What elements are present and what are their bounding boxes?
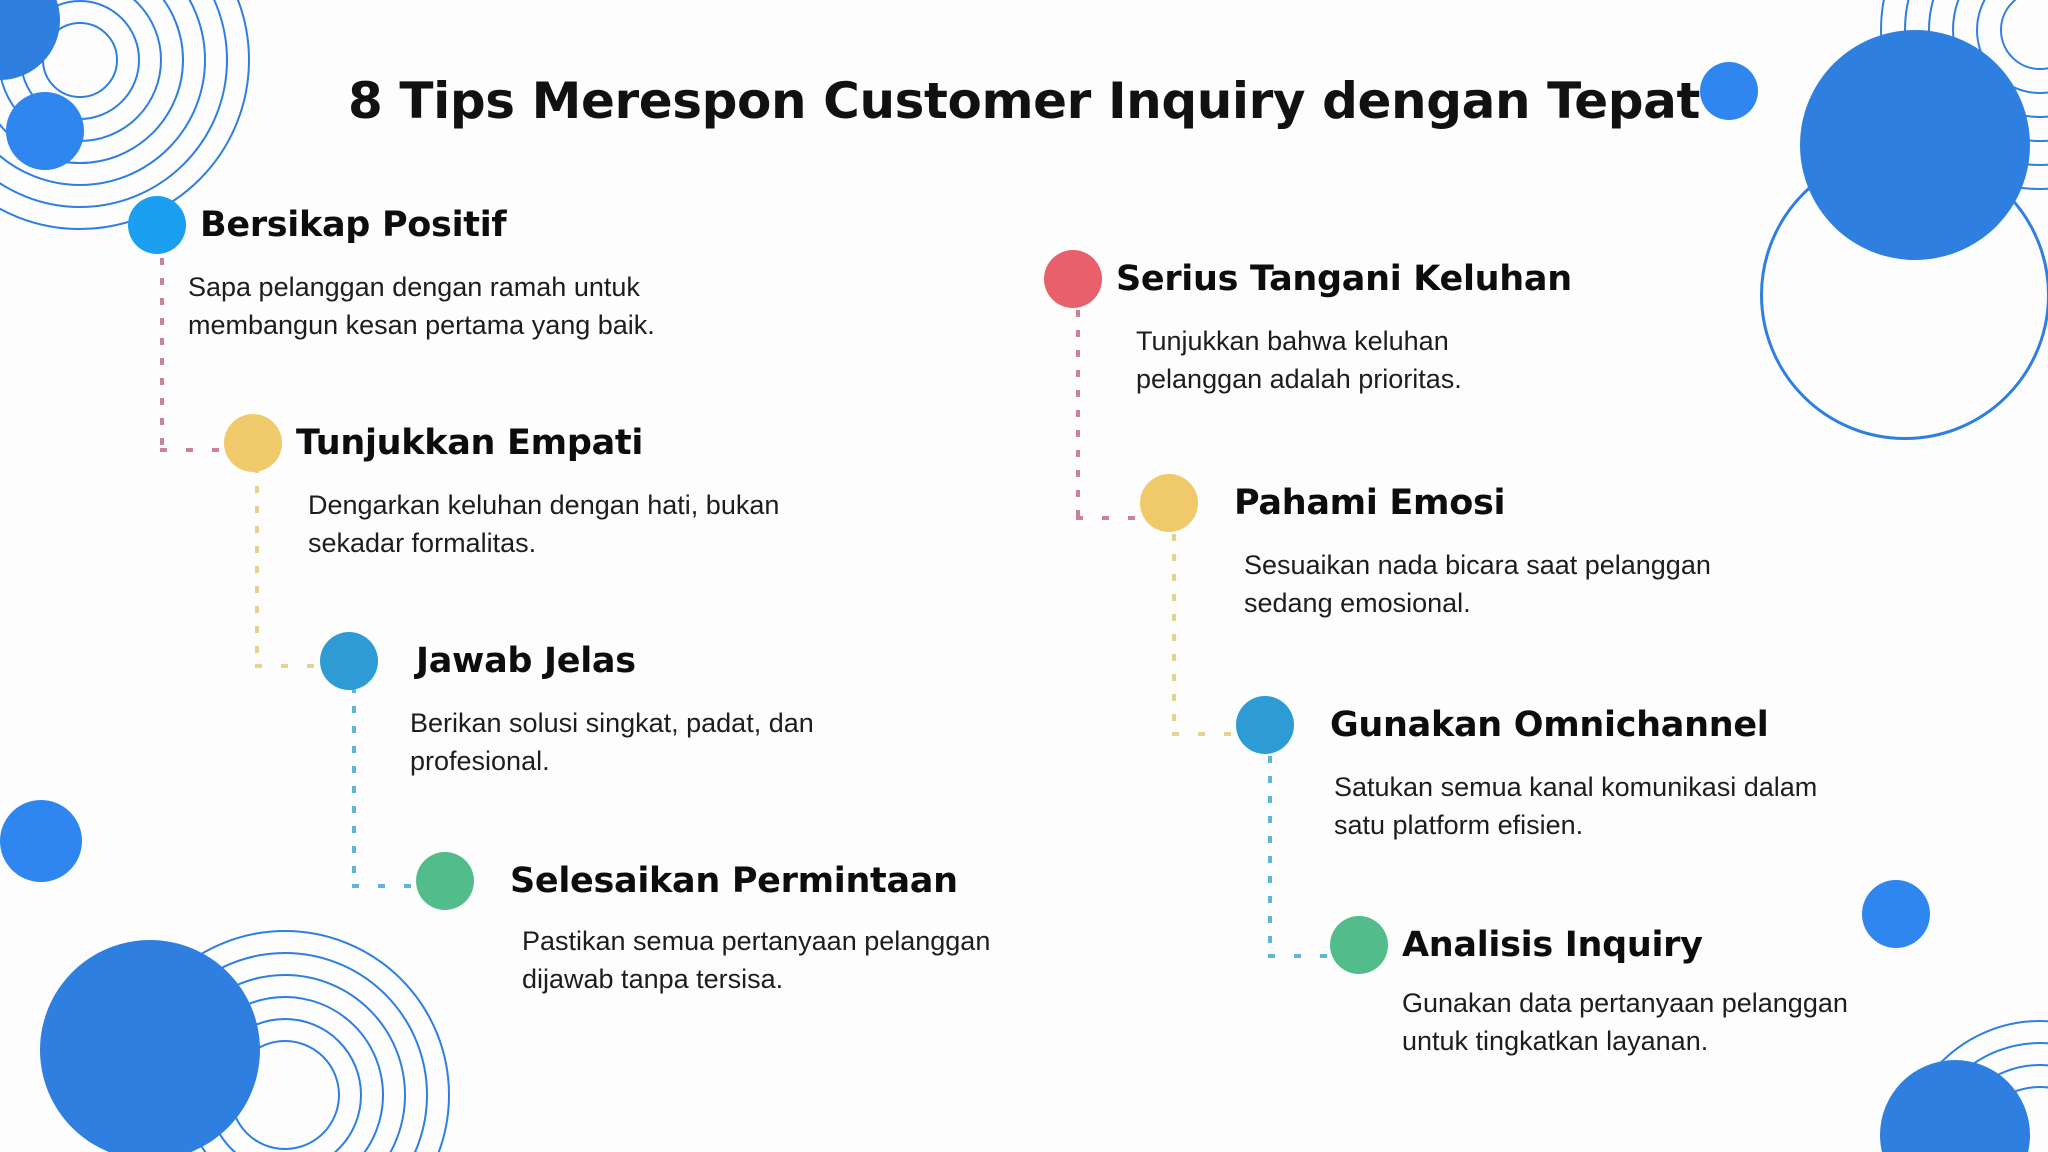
- tip-6-body: Sesuaikan nada bicara saat pelanggan sed…: [1244, 550, 1711, 619]
- connector-5-horizontal: [1076, 516, 1162, 520]
- tip-item-3: Jawab Jelas Berikan solusi singkat, pada…: [320, 632, 830, 781]
- tip-6-dot-gold: [1140, 474, 1198, 532]
- connector-1-horizontal: [160, 448, 246, 452]
- decorative-disc-top-left: [0, 0, 60, 80]
- tip-8-body: Gunakan data pertanyaan pelanggan untuk …: [1402, 988, 1848, 1057]
- tip-item-7: Gunakan Omnichannel Satukan semua kanal …: [1236, 696, 1854, 845]
- decorative-disc-bottom-right-large: [1880, 1060, 2030, 1152]
- decorative-rings-bottom-left: [120, 930, 450, 1152]
- decorative-disc-bottom-right-small: [1862, 880, 1930, 948]
- tip-7-header: Gunakan Omnichannel: [1236, 696, 1854, 754]
- decorative-disc-left-mid: [0, 800, 82, 882]
- tip-5-body: Tunjukkan bahwa keluhan pelanggan adalah…: [1136, 326, 1462, 395]
- tip-4-dot-green: [416, 852, 474, 910]
- decorative-ring-right-mid: [1760, 150, 2048, 440]
- tip-4-title: Selesaikan Permintaan: [510, 861, 958, 901]
- tip-1-body: Sapa pelanggan dengan ramah untuk memban…: [188, 272, 655, 341]
- tip-6-title: Pahami Emosi: [1234, 483, 1506, 523]
- connector-6-horizontal: [1172, 732, 1258, 736]
- connector-2-vertical: [255, 466, 259, 666]
- tip-2-header: Tunjukkan Empati: [224, 414, 808, 472]
- tip-1-title: Bersikap Positif: [200, 205, 507, 245]
- tip-7-dot-medium-blue: [1236, 696, 1294, 754]
- tip-3-header: Jawab Jelas: [320, 632, 830, 690]
- tip-5-title: Serius Tangani Keluhan: [1116, 259, 1572, 299]
- tip-4-body: Pastikan semua pertanyaan pelanggan dija…: [522, 926, 991, 995]
- decorative-disc-bottom-left: [40, 940, 260, 1152]
- tip-1-dot-bright-blue: [128, 196, 186, 254]
- tip-2-body: Dengarkan keluhan dengan hati, bukan sek…: [308, 490, 780, 559]
- connector-3-vertical: [352, 686, 356, 886]
- decorative-disc-top-right-large: [1800, 30, 2030, 260]
- tip-item-4: Selesaikan Permintaan Pastikan semua per…: [416, 852, 1042, 999]
- tip-8-header: Analisis Inquiry: [1330, 916, 1852, 974]
- tip-item-6: Pahami Emosi Sesuaikan nada bicara saat …: [1140, 474, 1714, 623]
- tip-8-title: Analisis Inquiry: [1402, 925, 1703, 965]
- connector-5-vertical: [1076, 310, 1080, 518]
- tip-2-dot-gold: [224, 414, 282, 472]
- page-title: 8 Tips Merespon Customer Inquiry dengan …: [348, 72, 1700, 130]
- tip-8-dot-green: [1330, 916, 1388, 974]
- tip-7-title: Gunakan Omnichannel: [1330, 705, 1769, 745]
- tip-6-header: Pahami Emosi: [1140, 474, 1714, 532]
- tip-5-dot-coral-red: [1044, 250, 1102, 308]
- tip-4-header: Selesaikan Permintaan: [416, 852, 1042, 910]
- tip-2-title: Tunjukkan Empati: [296, 423, 644, 463]
- tip-item-1: Bersikap Positif Sapa pelanggan dengan r…: [128, 196, 768, 345]
- connector-6-vertical: [1172, 534, 1176, 734]
- connector-7-vertical: [1268, 756, 1272, 956]
- tip-3-dot-medium-blue: [320, 632, 378, 690]
- tip-item-5: Serius Tangani Keluhan Tunjukkan bahwa k…: [1044, 250, 1576, 399]
- connector-1-vertical: [160, 258, 164, 450]
- tip-3-title: Jawab Jelas: [416, 641, 636, 681]
- connector-2-horizontal: [255, 664, 341, 668]
- tip-7-body: Satukan semua kanal komunikasi dalam sat…: [1334, 772, 1818, 841]
- tip-item-2: Tunjukkan Empati Dengarkan keluhan denga…: [224, 414, 808, 563]
- tip-5-header: Serius Tangani Keluhan: [1044, 250, 1576, 308]
- connector-7-horizontal: [1268, 954, 1354, 958]
- decorative-rings-bottom-right: [1900, 1020, 2048, 1152]
- tip-1-header: Bersikap Positif: [128, 196, 768, 254]
- tip-3-body: Berikan solusi singkat, padat, dan profe…: [410, 708, 814, 777]
- connector-3-horizontal: [352, 884, 438, 888]
- tip-item-8: Analisis Inquiry Gunakan data pertanyaan…: [1330, 916, 1852, 1061]
